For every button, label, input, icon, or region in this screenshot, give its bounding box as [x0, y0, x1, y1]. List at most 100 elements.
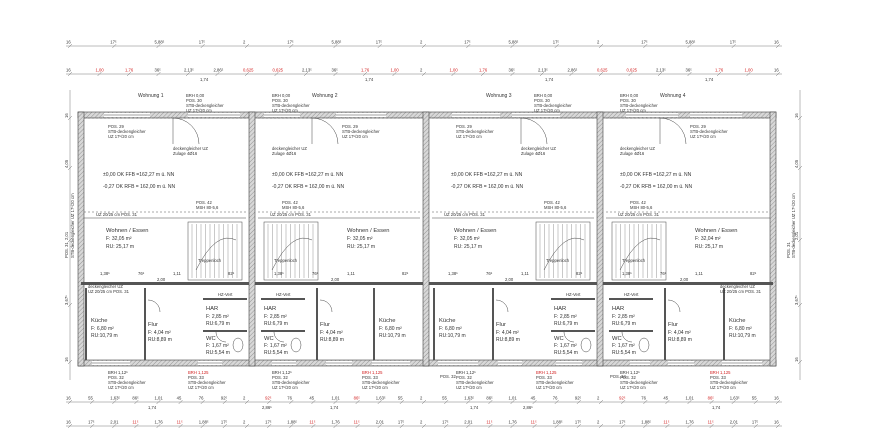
dimension-tick — [797, 237, 803, 243]
dimension-tick — [598, 423, 604, 429]
position-note: UZ 17⁵/20 cm — [620, 385, 646, 390]
dimension-tick — [598, 43, 604, 49]
dimension-label: 17⁵ — [575, 420, 582, 425]
dimension-tick — [215, 71, 220, 77]
room-area: F: 1,67 m² — [264, 343, 287, 349]
dimension-tick — [687, 71, 692, 77]
dimension-tick — [598, 399, 604, 405]
dimension-label: 4,05 — [64, 159, 69, 168]
dimension-tick — [797, 302, 803, 308]
position-note: MSH 80-5,6 — [282, 205, 305, 210]
dimension-label: 5,88⁵ — [155, 40, 165, 45]
dimension-tick — [67, 359, 73, 365]
position-note: UZ 17⁵/20 cm — [186, 108, 212, 113]
room-perimeter: RU:6,79 m — [612, 321, 636, 327]
dimension-tick — [643, 399, 648, 405]
dimension-label: 55 — [752, 396, 757, 401]
dimension-label: 1,63⁵ — [110, 396, 120, 401]
dimension-sublabel: 1,74 — [330, 405, 339, 410]
interior-wall — [492, 288, 494, 360]
dimension-tick — [134, 423, 139, 429]
dimension-label: 2,13⁵ — [302, 68, 312, 73]
stairwell-label: Treppenloch — [274, 258, 298, 263]
room-name-har: HAR — [554, 306, 566, 312]
beam-note: deckengleicher UZ — [88, 284, 123, 289]
dimension-tick — [797, 115, 803, 121]
dimension-label: 1,11 — [521, 271, 530, 276]
toilet-icon — [580, 337, 592, 353]
door-swing — [273, 331, 285, 343]
dimension-label: 1,01 — [155, 396, 164, 401]
dimension-label: 36⁵ — [155, 68, 162, 73]
dimension-label: 2,00 — [505, 277, 514, 282]
dimension-tick — [244, 43, 250, 49]
stair-arrow — [543, 237, 585, 271]
dimension-tick — [399, 423, 405, 429]
dimension-tick — [311, 399, 316, 405]
dimension-tick — [746, 71, 751, 77]
dimension-tick — [399, 399, 405, 405]
unit-label: Wohnung 2 — [312, 93, 338, 99]
dimension-tick — [67, 302, 73, 308]
dimension-label: 1,38⁵ — [622, 271, 632, 276]
beam-note: UZ 20/25 cm POS. 31 — [88, 289, 130, 294]
room-area: F: 2,85 m² — [206, 314, 229, 320]
dimension-label: 5,88⁵ — [332, 40, 342, 45]
room-perimeter: RU:10,79 m — [729, 333, 756, 339]
stair-arrow — [619, 237, 661, 271]
dimension-sublabel: 2,86⁵ — [262, 405, 272, 410]
dimension-label: 17⁵ — [464, 40, 471, 45]
dimension-tick — [554, 399, 559, 405]
dimension-label: 76⁵ — [486, 271, 493, 276]
room-perimeter: RU:8,89 m — [148, 337, 172, 343]
beam-note: Zulage 4Ø16 — [620, 151, 645, 156]
dimension-label: 36⁵ — [332, 68, 339, 73]
room-name-wohnen: Wohnen / Essen — [106, 228, 148, 234]
dimension-label: 2 — [420, 40, 423, 45]
brh-note: BRH 0,00 — [186, 93, 205, 98]
beam-note: UZ 20/25 cm POS. 31 — [618, 212, 660, 217]
dimension-tick — [222, 423, 228, 429]
door-swing — [667, 299, 681, 313]
dimension-tick — [687, 399, 692, 405]
dimension-label: 1,63⁵ — [376, 396, 386, 401]
dimension-tick — [443, 399, 449, 405]
interior-wall — [81, 282, 249, 285]
dimension-label: 16 — [64, 113, 69, 118]
dimension-label: 86⁵ — [708, 396, 715, 401]
room-name-wc: WC — [554, 336, 564, 342]
dimension-tick — [451, 71, 456, 77]
dimension-label: 1,76 — [479, 68, 488, 73]
room-perimeter: RU:10,79 m — [439, 333, 466, 339]
dimension-tick — [709, 399, 714, 405]
dimension-label: 2 — [420, 68, 423, 73]
position-note: UZ 17⁵/20 cm — [710, 385, 736, 390]
dimension-label: 92⁵ — [575, 396, 582, 401]
dimension-tick — [775, 399, 781, 405]
dimension-tick — [539, 71, 545, 77]
dimension-tick — [112, 399, 117, 405]
room-perimeter: RU:10,79 m — [91, 333, 118, 339]
dimension-label: 92⁵ — [619, 396, 626, 401]
dimension-label: 76 — [287, 396, 292, 401]
interior-wall — [373, 288, 375, 360]
dimension-label: 1,76 — [332, 420, 341, 425]
room-perimeter: RU:5,54 m — [264, 350, 288, 356]
position-note: STB-deckengleicher — [534, 103, 572, 108]
dimension-label: 55 — [442, 396, 447, 401]
interior-wall — [723, 288, 725, 360]
position-note: POS. 42 — [196, 200, 212, 205]
dimension-label: 11⁵ — [309, 420, 315, 425]
position-note: STB-deckengleicher — [362, 380, 400, 385]
dimension-tick — [333, 399, 338, 405]
dimension-label: 2,86⁵ — [214, 68, 224, 73]
dimension-tick — [362, 71, 368, 77]
room-name-kueche: Küche — [379, 318, 395, 324]
dimension-label: 16 — [774, 68, 779, 73]
dimension-label: 82⁵ — [402, 271, 409, 276]
position-note: UZ 17⁵/20 cm — [690, 134, 716, 139]
room-area: F: 1,67 m² — [612, 343, 635, 349]
